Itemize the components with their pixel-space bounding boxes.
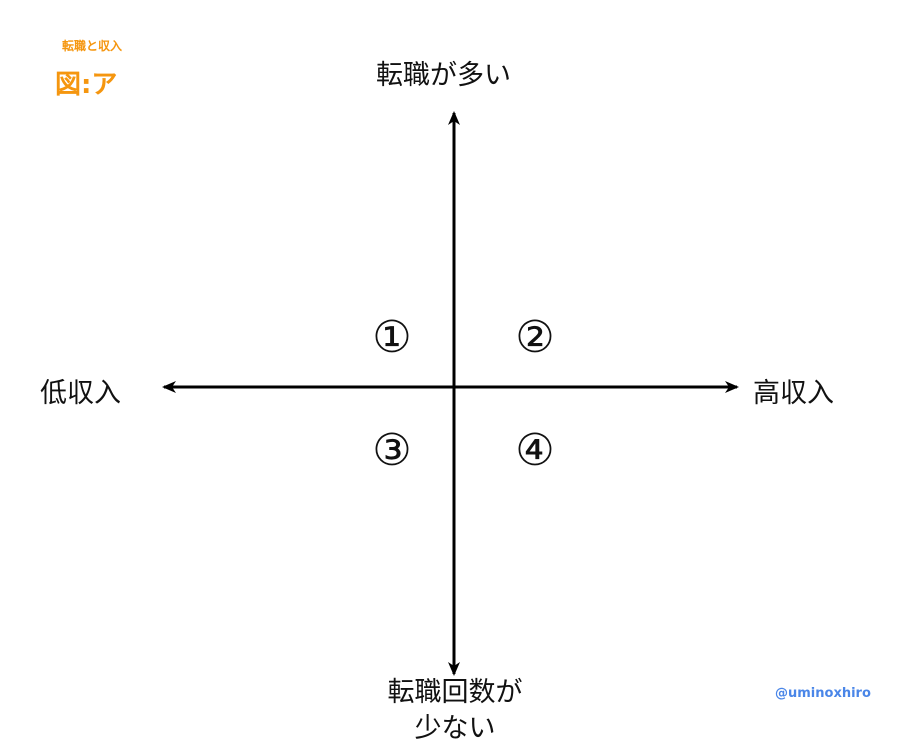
- axis-label-bottom: 転職回数が 少ない: [355, 675, 555, 747]
- axis-label-right: 高収入: [753, 378, 834, 409]
- axis-label-bottom-line2: 少ない: [414, 713, 496, 744]
- quadrant-4-marker: ④: [515, 425, 555, 476]
- quadrant-3-marker: ③: [372, 425, 412, 476]
- figure-label: 図:ア: [55, 70, 118, 100]
- axis-label-bottom-line1: 転職回数が: [387, 677, 523, 708]
- axis-label-top: 転職が多い: [376, 60, 511, 91]
- diagram-subtitle: 転職と収入: [62, 39, 123, 53]
- author-credit: @uminoxhiro: [775, 686, 871, 701]
- axis-label-left: 低収入: [40, 378, 121, 409]
- quadrant-2-marker: ②: [515, 312, 555, 363]
- quadrant-1-marker: ①: [372, 312, 412, 363]
